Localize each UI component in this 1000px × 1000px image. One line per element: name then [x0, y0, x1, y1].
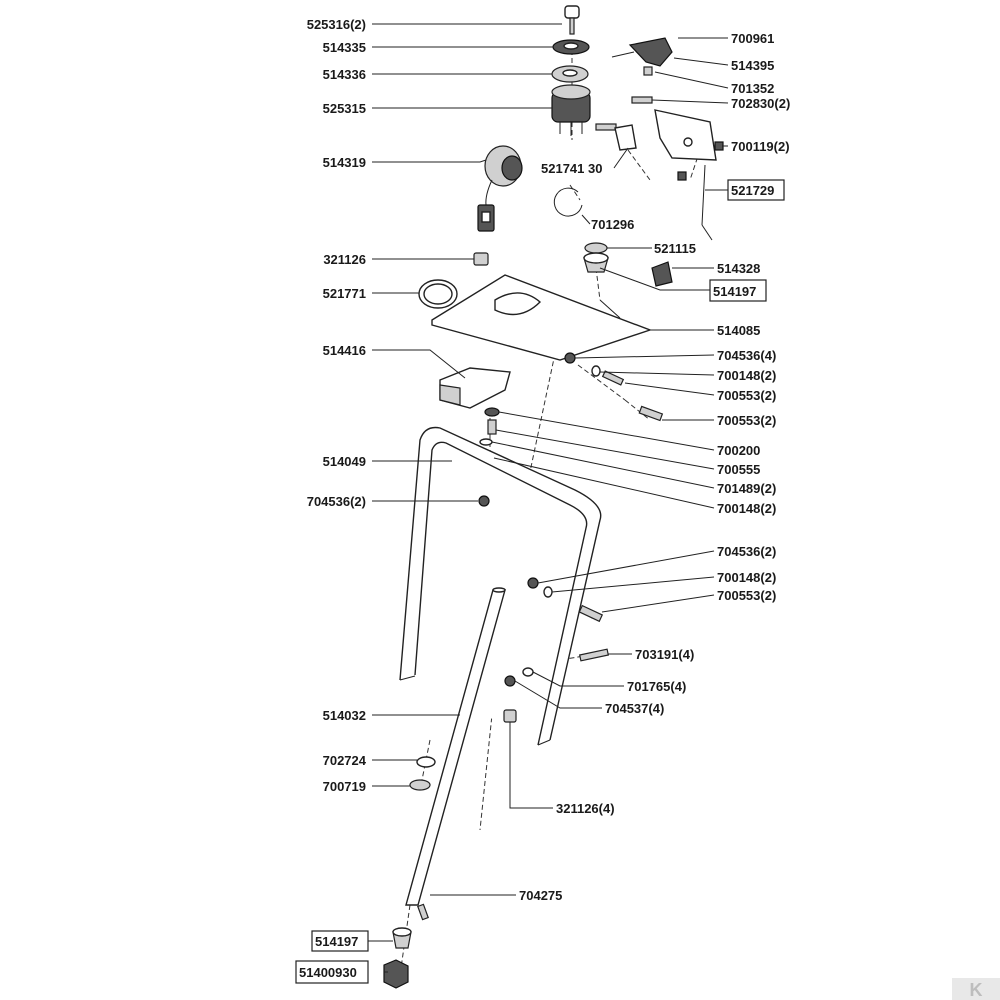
label-521771: 521771 [323, 286, 366, 301]
label-521115: 521115 [654, 241, 696, 256]
steering-shaft [405, 587, 506, 906]
label-51400930: 51400930 [299, 965, 357, 980]
bolt-700553-2c [578, 604, 604, 623]
nut-704536-4 [564, 352, 576, 364]
label-514319: 514319 [323, 155, 366, 170]
label-521729: 521729 [731, 183, 774, 198]
label-703191: 703191(4) [635, 647, 694, 662]
pin-704275 [417, 903, 429, 921]
label-701296: 701296 [591, 217, 634, 232]
label-514416: 514416 [323, 343, 366, 358]
label-521741: 521741 30 [541, 161, 602, 176]
mounting-plate [431, 274, 653, 361]
nut-704537-4 [504, 675, 516, 687]
washer-700148-2c [543, 586, 553, 598]
throttle-lever [611, 37, 673, 76]
washer-701765-4 [522, 667, 534, 677]
bushing-514197-lower [392, 927, 412, 949]
label-704537: 704537(4) [605, 701, 664, 716]
bolt-700555 [487, 419, 497, 435]
nut-704536-2a [478, 495, 490, 507]
label-525315: 525315 [323, 101, 366, 116]
label-514336: 514336 [323, 67, 366, 82]
label-704536-2a: 704536(2) [307, 494, 366, 509]
cage-nut-321126 [473, 252, 489, 266]
label-321126-4: 321126(4) [556, 801, 615, 816]
label-700553-2a: 700553(2) [717, 388, 776, 403]
washer-701489 [479, 438, 493, 446]
label-321126: 321126 [323, 252, 366, 267]
label-701489: 701489(2) [717, 481, 776, 496]
clip-514328 [651, 261, 673, 287]
label-700555: 700555 [717, 462, 760, 477]
buzzer [477, 145, 523, 232]
bolt-700553-2a [601, 370, 625, 386]
bolt-703191-4 [578, 648, 610, 662]
label-514032: 514032 [323, 708, 366, 723]
brand-logo: K [952, 978, 1000, 1000]
label-514049: 514049 [323, 454, 366, 469]
bolt-700553-2b [638, 405, 664, 422]
label-700961: 700961 [731, 31, 774, 46]
label-701352: 701352 [731, 81, 774, 96]
leader-lines [368, 23, 729, 973]
ignition-nut [552, 39, 590, 55]
brand-logo-letter: K [970, 980, 983, 1000]
label-704536-4: 704536(4) [717, 348, 776, 363]
label-700719: 700719 [323, 779, 366, 794]
label-525316: 525316(2) [307, 17, 366, 32]
label-700148-2a: 700148(2) [717, 368, 776, 383]
label-514085: 514085 [717, 323, 760, 338]
label-700553-2c: 700553(2) [717, 588, 776, 603]
label-702830: 702830(2) [731, 96, 790, 111]
ring-521771 [418, 279, 458, 309]
ignition-washer [551, 65, 589, 83]
label-704536-2b: 704536(2) [717, 544, 776, 559]
label-514328: 514328 [717, 261, 760, 276]
throttle-plate [654, 109, 724, 181]
bracket-514416 [439, 367, 511, 409]
label-514395: 514395 [731, 58, 774, 73]
label-700553-2b: 700553(2) [717, 413, 776, 428]
label-700148-2c: 700148(2) [717, 570, 776, 585]
ignition-key [564, 5, 580, 35]
label-704275: 704275 [519, 888, 562, 903]
nut-704536-2b [527, 577, 539, 589]
label-700200: 700200 [717, 443, 760, 458]
label-700148-2b: 700148(2) [717, 501, 776, 516]
bracket-521741 [614, 124, 637, 151]
label-514197-lower: 514197 [315, 934, 358, 949]
label-701765: 701765(4) [627, 679, 686, 694]
label-514197-upper: 514197 [713, 284, 756, 299]
throttle-cable [701, 164, 713, 241]
washer-700148-2a [591, 365, 601, 377]
cage-nut-321126-4 [503, 709, 517, 723]
label-702724: 702724 [323, 753, 367, 768]
washer-700719 [409, 779, 431, 791]
washer-702724 [416, 756, 436, 768]
label-700119: 700119(2) [731, 139, 790, 154]
washer-700200 [484, 407, 500, 417]
label-514335: 514335 [323, 40, 366, 55]
retaining-clip [553, 187, 583, 217]
label-boxes [295, 179, 785, 984]
ignition-switch [551, 84, 591, 136]
screw-702830 [595, 96, 653, 131]
part-labels: 525316(2) 514335 514336 525315 514319 70… [299, 17, 790, 980]
bushing-521115 [584, 242, 608, 254]
gear-51400930 [383, 959, 409, 989]
